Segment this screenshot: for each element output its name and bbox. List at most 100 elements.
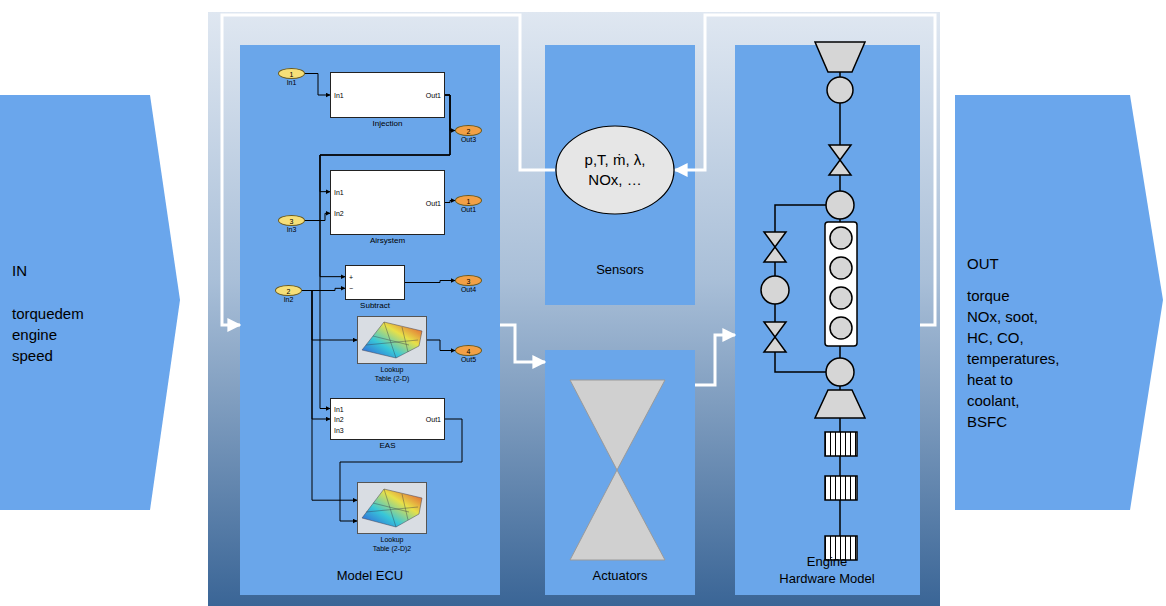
inport: 2In2 bbox=[275, 285, 302, 296]
inport: 1In1 bbox=[278, 68, 305, 79]
signal-flow-arrow bbox=[222, 15, 555, 325]
port-number: 4 bbox=[456, 346, 481, 355]
panel-fill bbox=[240, 45, 920, 595]
engine-schematic bbox=[761, 276, 789, 304]
subsystem-block: In1In2In3Out1EAS bbox=[330, 398, 445, 440]
engine-schematic bbox=[825, 476, 857, 500]
panel-fill bbox=[545, 350, 695, 595]
arrow-shape bbox=[955, 95, 1163, 510]
signal-wire bbox=[305, 74, 330, 96]
panel-title: Sensors bbox=[545, 261, 695, 278]
port-label: In1 bbox=[334, 406, 344, 414]
block-title: Injection bbox=[373, 119, 403, 128]
port-name: In3 bbox=[287, 226, 297, 234]
input-arrow: IN torquedem engine speed bbox=[0, 95, 180, 510]
signal-wire bbox=[305, 213, 330, 220]
outport: 1Out1 bbox=[455, 195, 482, 206]
engine-schematic bbox=[825, 432, 857, 456]
engine-schematic bbox=[815, 390, 865, 418]
gradient-ground bbox=[208, 12, 940, 606]
sensor-signals: p,T, ṁ, λ, NOx, … bbox=[555, 125, 675, 215]
port-label: In1 bbox=[334, 92, 344, 100]
port-name: In2 bbox=[284, 296, 294, 304]
lookup-surface bbox=[357, 482, 427, 534]
subsystem-block: In1Out1Injection bbox=[330, 72, 445, 118]
panel-fill bbox=[240, 45, 500, 595]
signal-wire bbox=[320, 95, 450, 277]
engine-schematic bbox=[830, 257, 852, 279]
port-name: In1 bbox=[287, 79, 297, 87]
signal-list: torquedem engine speed bbox=[12, 303, 92, 366]
signal-list: p,T, ṁ, λ, NOx, … bbox=[570, 150, 660, 190]
port-label: In3 bbox=[334, 427, 344, 435]
outport: 2Out3 bbox=[455, 125, 482, 136]
gradient-ground bbox=[208, 12, 940, 606]
port-number: 3 bbox=[456, 276, 481, 285]
port-label: Out1 bbox=[426, 200, 441, 208]
engine-schematic bbox=[764, 322, 786, 337]
engine-schematic bbox=[764, 337, 786, 352]
lookup-surface bbox=[357, 316, 427, 364]
port-number: 3 bbox=[279, 216, 304, 225]
block-title: Subtract bbox=[360, 301, 390, 310]
engine-schematic bbox=[830, 227, 852, 249]
panel-title: Actuators bbox=[545, 567, 695, 584]
port-label: Out1 bbox=[426, 416, 441, 424]
ellipse-shape bbox=[556, 126, 674, 214]
signal-wire bbox=[405, 281, 455, 283]
port-name: Out3 bbox=[461, 136, 476, 144]
engine-schematic bbox=[826, 191, 854, 219]
lookup-block: Lookup Table (2-D) bbox=[357, 316, 427, 364]
port-label: + bbox=[349, 274, 353, 282]
arrow-shape bbox=[0, 95, 180, 510]
block-title: Lookup Table (2-D) bbox=[372, 365, 413, 383]
signal-flow-arrow bbox=[500, 325, 545, 362]
port-number: 1 bbox=[456, 196, 481, 205]
block-title: Airsystem bbox=[370, 236, 405, 245]
signal-wire bbox=[302, 291, 357, 501]
subsystem-block: In1In2Out1Airsystem bbox=[330, 170, 445, 235]
engine-schematic bbox=[815, 42, 865, 72]
port-name: Out1 bbox=[461, 206, 476, 214]
signal-wire bbox=[320, 95, 450, 409]
signal-wire bbox=[302, 291, 330, 420]
outport: 4Out5 bbox=[455, 345, 482, 356]
port-label: Out1 bbox=[426, 92, 441, 100]
lookup-surface bbox=[362, 489, 422, 527]
port-label: In2 bbox=[334, 210, 344, 218]
panel-title: Model ECU bbox=[240, 567, 500, 584]
port-name: Out5 bbox=[461, 356, 476, 364]
signal-wire bbox=[427, 340, 455, 351]
actuators-panel: Actuators bbox=[545, 350, 695, 595]
engine-schematic bbox=[825, 222, 857, 346]
arrow-heading: OUT bbox=[967, 253, 1067, 274]
ecu-panel: Model ECU1In1In1Out1Injection2Out33In3In… bbox=[240, 45, 500, 595]
output-arrow: OUT torqueNOx, soot, HC, CO, temperatures… bbox=[955, 95, 1166, 510]
ellipse-shape bbox=[555, 125, 675, 215]
engine-schematic bbox=[830, 317, 852, 339]
lookup-surface bbox=[366, 322, 418, 358]
sensors-panel: Sensors p,T, ṁ, λ, NOx, … bbox=[545, 45, 695, 305]
signal-wire bbox=[445, 201, 455, 203]
port-label: − bbox=[349, 285, 353, 293]
signal-list: NOx, soot, HC, CO, temperatures, heat to… bbox=[967, 306, 1062, 432]
engine-panel: Engine Hardware Model bbox=[735, 45, 920, 595]
lookup-block: Lookup Table (2-D)2 bbox=[357, 482, 427, 534]
engine-schematic bbox=[829, 160, 851, 175]
actuator-symbol bbox=[570, 380, 665, 560]
signal-flow-arrow bbox=[695, 335, 735, 385]
signal-flow-arrow bbox=[675, 15, 935, 325]
engine-schematic bbox=[829, 145, 851, 160]
port-number: 2 bbox=[276, 286, 301, 295]
port-label: In2 bbox=[334, 416, 344, 424]
arrow-heading: IN bbox=[12, 260, 72, 281]
engine-schematic bbox=[830, 287, 852, 309]
port-number: 1 bbox=[279, 69, 304, 78]
port-number: 2 bbox=[456, 126, 481, 135]
engine-schematic bbox=[764, 247, 786, 262]
engine-schematic bbox=[826, 358, 854, 386]
signal-list: torque bbox=[967, 285, 1067, 306]
block-title: EAS bbox=[379, 441, 395, 450]
panel-fill bbox=[545, 45, 695, 305]
